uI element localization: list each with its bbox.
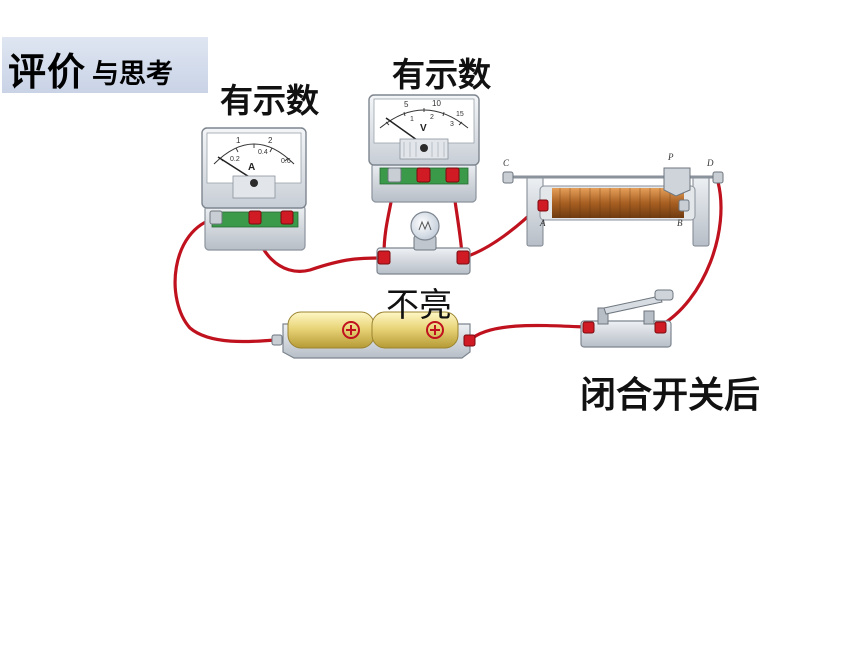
battery-pack [271, 311, 476, 359]
rheostat-terminal-b [678, 199, 690, 212]
wire-ammeter-to-battery [173, 216, 278, 344]
ammeter-pivot [250, 179, 258, 187]
rheostat: C D P A B [502, 152, 724, 247]
bulb-terminal-left [377, 250, 391, 265]
wire-rheostat-to-switch [658, 180, 723, 328]
page-title: 评价 [8, 50, 87, 94]
switch-terminal-right [654, 321, 667, 334]
ammeter-reading-label: 有示数 [220, 81, 319, 120]
rheostat-label-b: B [677, 218, 683, 228]
bulb-base [376, 247, 471, 275]
ammeter-tick-0.4: 0.4 [258, 149, 268, 156]
battery-terminal-neg [271, 334, 283, 346]
battery-cell-1 [287, 311, 375, 349]
switch-blade [603, 295, 663, 315]
voltmeter-tick-5: 5 [404, 100, 409, 109]
switch-handle [654, 289, 674, 301]
rheostat-coil [552, 188, 684, 218]
voltmeter-tick-15: 15 [456, 111, 464, 118]
light-bulb [376, 211, 471, 275]
ammeter-dial [206, 132, 302, 184]
battery-cell-2-positive [426, 321, 444, 339]
bulb-terminal-right [456, 250, 470, 265]
rheostat-label-d: D [706, 158, 714, 168]
wire-battery-to-switch [468, 323, 586, 342]
voltmeter-terminal-2 [445, 167, 460, 183]
battery-terminal-pos [463, 334, 476, 347]
title-banner [2, 37, 208, 93]
voltmeter-tick-2: 2 [430, 114, 434, 121]
bulb-state-label: 不亮 [386, 285, 452, 324]
switch-hinge [597, 307, 609, 325]
bulb-filament [418, 220, 432, 231]
rheostat-terminal-c [502, 171, 514, 184]
ammeter: 1 2 0.2 0.4 0.6 A [201, 127, 307, 251]
voltmeter-terminal-neg [387, 167, 402, 183]
voltmeter-reading-label: 有示数 [392, 55, 491, 94]
rheostat-terminal-a [537, 199, 549, 212]
rheostat-label-c: C [503, 158, 510, 168]
rheostat-terminal-d [712, 171, 724, 184]
voltmeter-tick-10: 10 [432, 99, 441, 108]
ammeter-tick-0.6: 0.6 [281, 158, 291, 165]
ammeter-tick-0.2: 0.2 [230, 156, 240, 163]
rheostat-label-p: P [667, 152, 674, 162]
rheostat-label-a: A [539, 218, 546, 228]
ammeter-tick-1: 1 [236, 136, 241, 145]
page-subtitle: 与思考 [92, 59, 173, 90]
voltmeter-terminal-1 [416, 167, 431, 183]
voltmeter: 5 10 1 2 3 15 V [368, 94, 480, 203]
switch-clip [643, 310, 655, 325]
ammeter-terminal-neg [209, 210, 223, 225]
switch-base [580, 320, 672, 348]
switch-note-label: 闭合开关后 [580, 375, 761, 416]
rheostat-slider [663, 167, 691, 197]
ammeter-tick-2: 2 [268, 136, 273, 145]
voltmeter-tick-3: 3 [450, 121, 454, 128]
switch [580, 289, 674, 348]
voltmeter-unit: V [420, 123, 427, 134]
switch-terminal-left [582, 321, 595, 334]
ammeter-terminal-2 [280, 210, 294, 225]
ammeter-terminal-1 [248, 210, 262, 225]
voltmeter-pivot [420, 144, 428, 152]
battery-cell-1-positive [342, 321, 360, 339]
ammeter-unit: A [248, 162, 255, 173]
battery-cell-2 [371, 311, 459, 349]
voltmeter-tick-1: 1 [410, 116, 414, 123]
bulb-glass [410, 211, 440, 241]
